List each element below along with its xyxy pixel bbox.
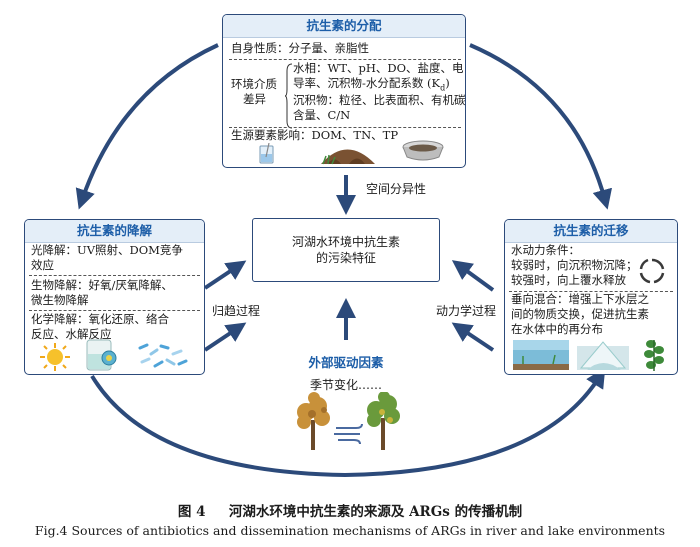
water-phase-line-2: 导率、沉积物-水分配系数 (Kd) (293, 76, 450, 93)
fate-process-label: 归趋过程 (212, 304, 261, 318)
chemical-degradation-line-1: 化学降解：氧化还原、络合 (31, 312, 169, 326)
sediment-line-1: 沉积物：粒径、比表面积、有机碳 (293, 93, 466, 107)
distribution-box: 抗生素的分配 自身性质：分子量、亲脂性 环境介质 差异 水相：WT、pH、DO、… (222, 14, 466, 168)
figure-title-cn: 河湖水环境中抗生素的来源及 ARGs 的传播机制 (228, 504, 523, 520)
migration-box: 抗生素的迁移 水动力条件： 较弱时，向沉积物沉降； 较强时，向上覆水释放 垂向混… (504, 219, 678, 375)
hydrodynamic-line-3: 较强时，向上覆水释放 (511, 273, 626, 287)
photodegradation-line-1: 光降解：UV照射、DOM竞争 (31, 243, 183, 257)
vertical-mixing-line-2: 间的物质交换，促进抗生素 (511, 307, 649, 321)
biodegradation-line-2: 微生物降解 (31, 293, 89, 307)
spatial-heterogeneity-label: 空间分异性 (366, 182, 427, 196)
hydrodynamic-line-2: 较弱时，向沉积物沉降； (511, 258, 638, 272)
water-phase-line-1: 水相：WT、pH、DO、盐度、电 (293, 61, 464, 75)
circulation-icon (639, 258, 665, 284)
soil-pile-icon (321, 149, 375, 165)
chemical-molecules-icon (138, 343, 188, 368)
vertical-mixing-line-3: 在水体中的再分布 (511, 322, 603, 336)
arc-top-right (469, 43, 613, 210)
arrow-from-right-lower (451, 322, 495, 352)
pollution-characteristics-box: 河湖水环境中抗生素 的污染特征 (252, 218, 440, 282)
external-drivers-title: 外部驱动因素 (308, 355, 384, 370)
beaker-icon (259, 143, 274, 164)
center-line-1: 河湖水环境中抗生素 (291, 235, 400, 249)
degradation-box-title: 抗生素的降解 (25, 220, 204, 243)
arrow-from-left-lower (203, 322, 247, 352)
distribution-box-title: 抗生素的分配 (223, 15, 465, 38)
sieve-icon (402, 140, 444, 161)
center-line-2: 的污染特征 (315, 251, 376, 265)
figure-caption-cn: 图 4 河湖水环境中抗生素的来源及 ARGs 的传播机制 (0, 500, 700, 520)
hydrodynamic-line-1: 水动力条件： (511, 243, 580, 257)
seasonal-change-label: 季节变化…… (309, 378, 382, 392)
env-media-label-2: 差异 (243, 92, 266, 106)
microbe-beaker-icon (86, 339, 117, 371)
arc-bottom (90, 367, 606, 478)
chemical-degradation-line-2: 反应、水解反应 (31, 327, 112, 341)
seasonal-trees-icon (297, 392, 400, 450)
arrow-from-left-upper (203, 260, 247, 290)
aquatic-plant-icon (644, 340, 664, 371)
migration-box-title: 抗生素的迁移 (505, 220, 677, 243)
figure-number: 图 4 (177, 504, 206, 520)
source-elements-line: 生源要素影响：DOM、TN、TP (231, 128, 399, 142)
vertical-mixing-line-1: 垂向混合：增强上下水层之 (511, 292, 649, 306)
sun-icon (40, 343, 70, 371)
arc-top-left (75, 43, 219, 210)
dynamics-process-label: 动力学过程 (436, 304, 497, 318)
water-flow-icon (577, 341, 629, 370)
intrinsic-properties: 自身性质：分子量、亲脂性 (231, 41, 369, 55)
degradation-box: 抗生素的降解 光降解：UV照射、DOM竞争 效应 生物降解：好氧/厌氧降解、 微… (24, 219, 205, 375)
figure-caption-en: Fig.4 Sources of antibiotics and dissemi… (34, 523, 666, 538)
brace (285, 63, 293, 129)
sediment-line-2: 含量、C/N (293, 108, 351, 122)
lake-water-icon (513, 340, 569, 370)
arrow-from-right-upper (451, 260, 495, 292)
env-media-label-1: 环境介质 (231, 77, 277, 91)
photodegradation-line-2: 效应 (31, 258, 54, 272)
biodegradation-line-1: 生物降解：好氧/厌氧降解、 (31, 278, 173, 292)
